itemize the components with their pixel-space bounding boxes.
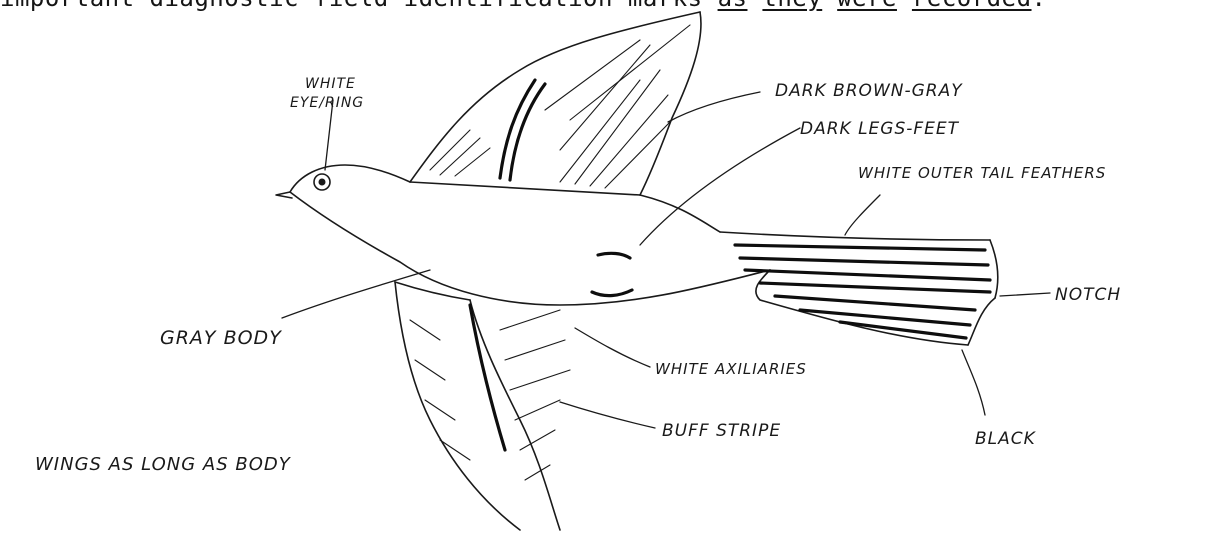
label-white-eye-ring-2: EYE/RING: [290, 95, 364, 111]
label-white-eye-ring-1: WHITE: [305, 76, 356, 92]
label-wings-as-long-as-body: WINGS AS LONG AS BODY: [35, 454, 292, 475]
lower-wing: [395, 282, 570, 530]
bird-tail: [720, 232, 998, 345]
label-notch: NOTCH: [1055, 285, 1121, 305]
label-gray-body: GRAY BODY: [160, 327, 282, 349]
label-dark-legs-feet: DARK LEGS-FEET: [800, 119, 960, 139]
label-black: BLACK: [975, 429, 1037, 449]
label-dark-brown-gray: DARK BROWN-GRAY: [775, 81, 963, 101]
label-white-axiliaries: WHITE AXILIARIES: [655, 360, 807, 378]
label-white-outer-tail-feathers: WHITE OUTER TAIL FEATHERS: [858, 164, 1106, 182]
upper-wing: [410, 12, 701, 195]
bird-body: [276, 165, 770, 305]
labels: WHITE EYE/RING DARK BROWN-GRAY DARK LEGS…: [35, 76, 1121, 475]
label-buff-stripe: BUFF STRIPE: [662, 421, 781, 441]
